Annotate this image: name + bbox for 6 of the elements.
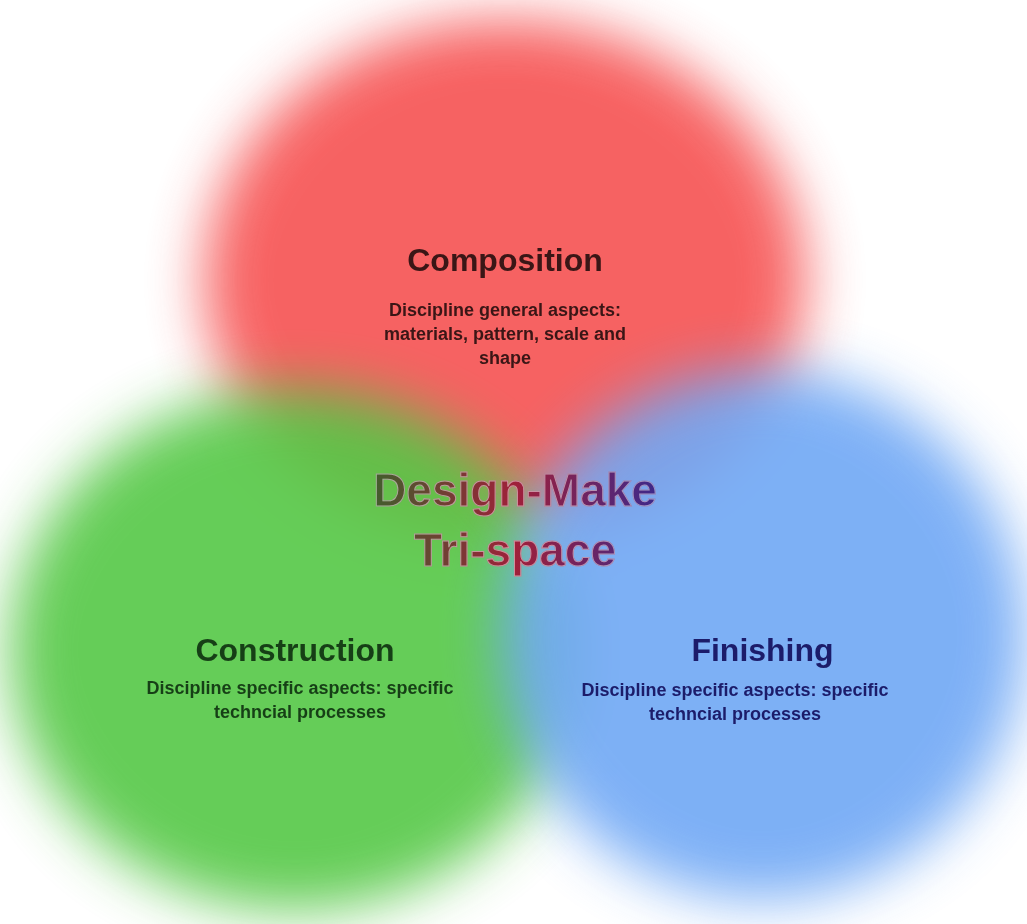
circle-heading: Construction — [194, 632, 396, 669]
circle-description: Discipline specific aspects: specific techncial processes — [145, 677, 455, 724]
circle-heading: Composition — [406, 242, 604, 279]
circle-description: Discipline specific aspects: specific techncial processes — [580, 679, 890, 726]
circle-heading: Finishing — [690, 632, 835, 669]
circle-description: Discipline general aspects: materials, pattern, scale and shape — [382, 299, 628, 370]
